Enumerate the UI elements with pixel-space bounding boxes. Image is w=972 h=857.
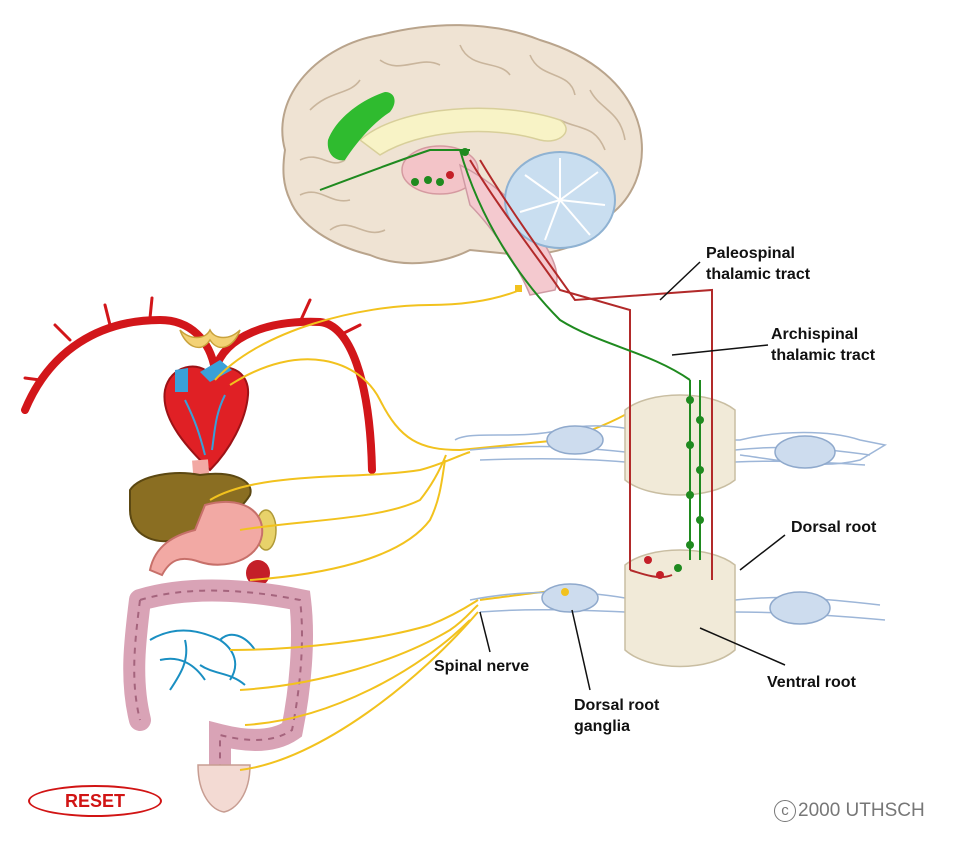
copyright-text: 2000 UTHSCH [798,800,925,821]
spinal-cord-upper-segment [454,394,888,496]
liver [129,472,252,543]
label-dorsal-root: Dorsal root [791,519,877,536]
label-paleospinal-tract: Paleospinal thalamic tract [706,245,811,283]
cerebellum [504,151,616,249]
visceral-afferent-fibers [209,289,651,771]
paleospinal-tract [469,159,713,580]
brain-sagittal [281,24,643,296]
archispinal-synapses [411,148,704,572]
heart [163,360,250,472]
reset-button[interactable]: RESET [28,785,162,817]
label-leader-lines [479,261,786,691]
spinal-cord-lower-segment [469,549,886,668]
viscera [21,296,376,813]
label-dorsal-root-ganglia: Dorsal root ganglia [574,697,660,735]
label-spinal-nerve: Spinal nerve [434,658,530,675]
bladder [197,764,251,813]
stomach [148,500,264,577]
label-archispinal-tract: Archispinal thalamic tract [771,326,876,364]
cingulate-cortex-highlight [327,92,395,161]
large-intestine [123,579,313,791]
copyright-symbol: c [774,800,796,822]
label-ventral-root: Ventral root [767,674,856,691]
